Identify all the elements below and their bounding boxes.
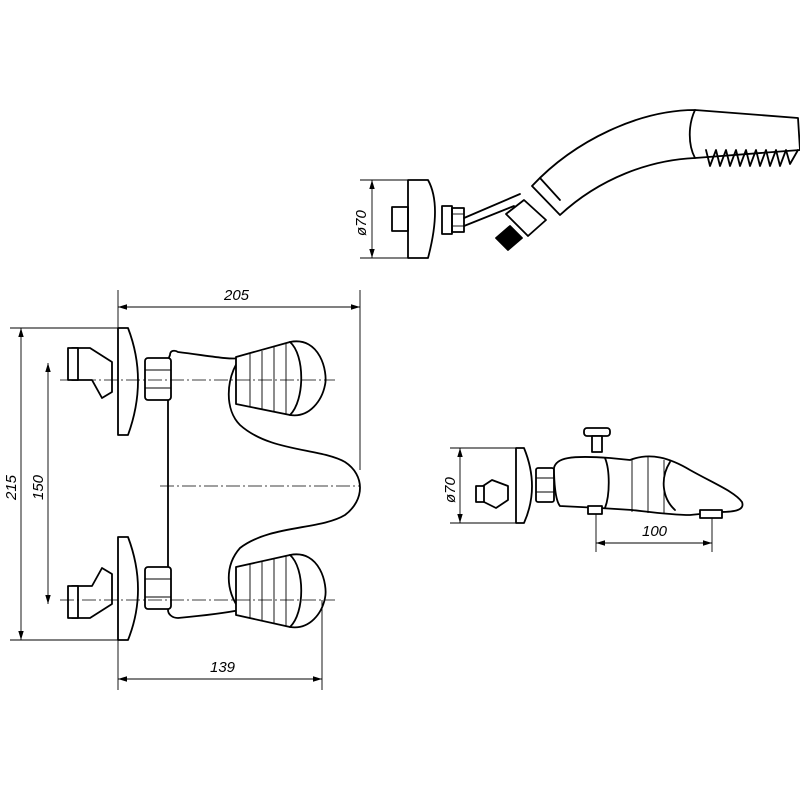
- dim-shower-diameter: ø70: [353, 209, 370, 236]
- mixer-side-view: ø70 100: [442, 427, 744, 552]
- dim-handle-offset: 139: [210, 659, 236, 676]
- dim-width: 205: [223, 287, 250, 304]
- dim-inlet-spacing: 150: [30, 474, 47, 500]
- dim-side-diameter: ø70: [442, 476, 459, 503]
- dim-spout-reach: 100: [642, 523, 668, 540]
- hand-shower-view: ø70: [353, 109, 800, 259]
- dim-height: 215: [3, 474, 20, 501]
- mixer-front-view: 205 215 150 139: [3, 287, 361, 690]
